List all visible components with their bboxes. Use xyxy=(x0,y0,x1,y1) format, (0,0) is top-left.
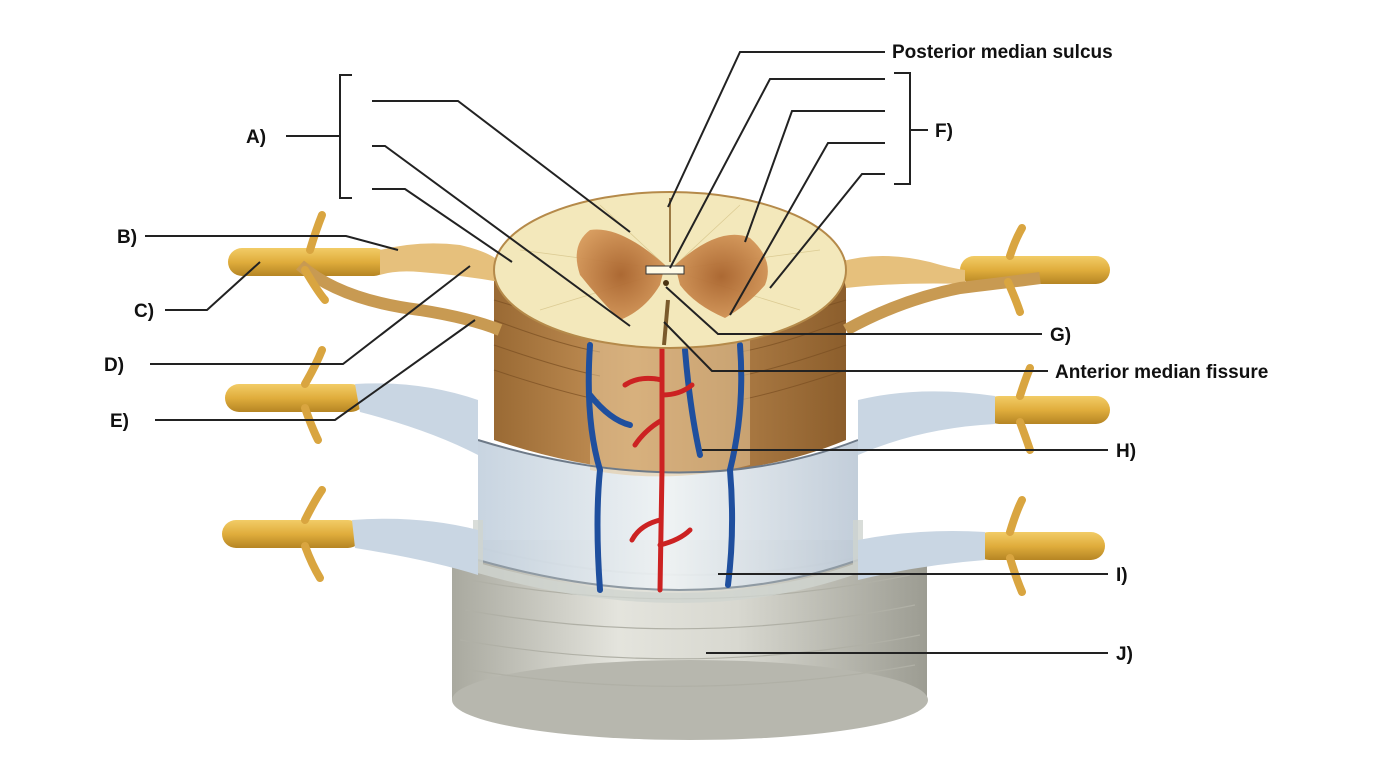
label-posterior-median-sulcus: Posterior median sulcus xyxy=(892,42,1113,63)
label-a: A) xyxy=(246,127,266,148)
label-d: D) xyxy=(104,355,124,376)
label-i: I) xyxy=(1116,565,1128,586)
label-c: C) xyxy=(134,301,154,322)
gray-matter xyxy=(576,229,665,320)
labels: A) B) C) D) E) Posterior median sulcus F… xyxy=(104,42,1268,665)
label-b: B) xyxy=(117,227,137,248)
label-e: E) xyxy=(110,411,129,432)
label-h: H) xyxy=(1116,441,1136,462)
cord-cross-section xyxy=(493,191,847,349)
label-f: F) xyxy=(935,121,953,142)
blood-vessels xyxy=(585,342,745,593)
left-spinal-nerves xyxy=(222,211,503,582)
leader-lines xyxy=(145,51,1108,654)
arachnoid-layer xyxy=(473,440,863,603)
right-spinal-nerves xyxy=(840,224,1110,596)
label-j: J) xyxy=(1116,644,1133,665)
label-g: G) xyxy=(1050,325,1071,346)
label-anterior-median-fissure: Anterior median fissure xyxy=(1055,362,1268,383)
